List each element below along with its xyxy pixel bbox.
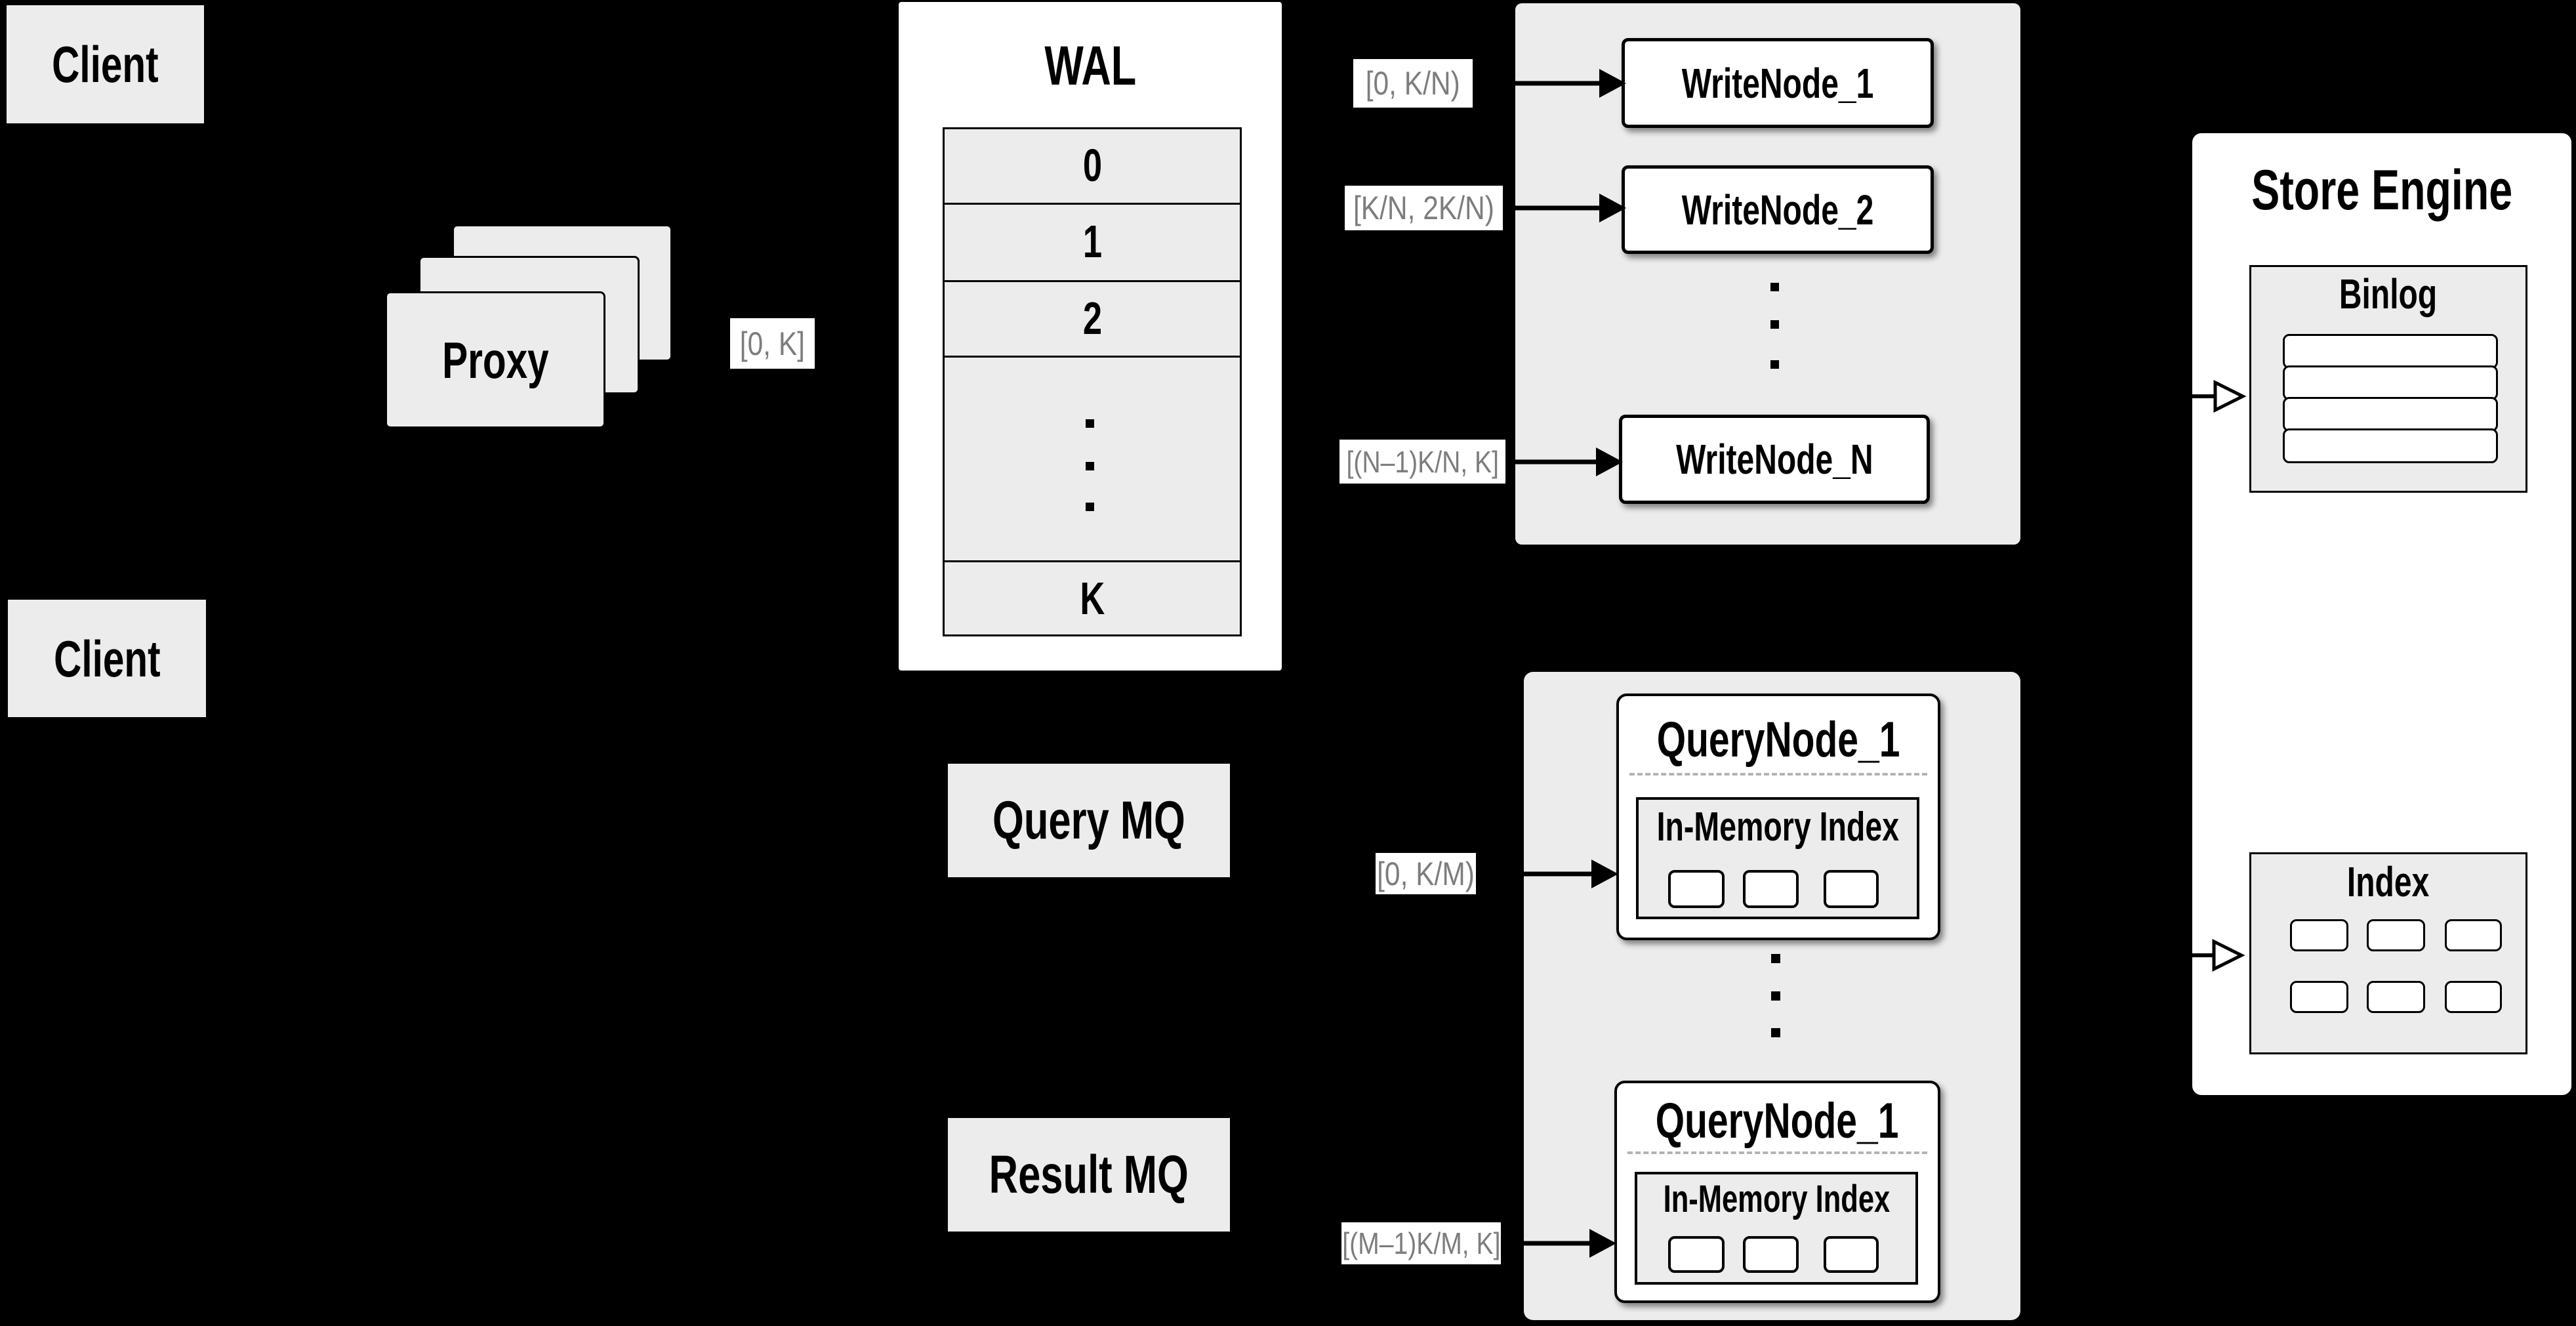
index-segment-cell: [1743, 870, 1799, 908]
query-node-1-title-wrap: QueryNode_1: [1616, 712, 1940, 768]
write-node-n-label: WriteNode_N: [1675, 436, 1873, 483]
range-label-write-node-2: [K/N, 2K/N): [1345, 186, 1503, 230]
query-mq-box: Query MQ: [947, 762, 1231, 879]
in-memory-index-1-title-wrap: In-Memory Index: [1636, 804, 1919, 850]
range-label-write-node-1: [0, K/N): [1353, 59, 1473, 108]
range-label-query-node-m-text: [(M–1)K/M, K]: [1341, 1226, 1501, 1260]
index-segment-cell: [1743, 1236, 1799, 1273]
result-mq-label: Result MQ: [989, 1144, 1189, 1205]
client-top-box: Client: [5, 4, 205, 125]
index-title-wrap: Index: [2249, 858, 2527, 905]
proxy-label: Proxy: [441, 331, 549, 389]
query-mq-label: Query MQ: [992, 790, 1185, 850]
write-node-ellipsis-dot: [1770, 283, 1779, 291]
query-node-2-title-wrap: QueryNode_1: [1614, 1094, 1940, 1148]
wal-divider-4: [943, 560, 1242, 562]
wal-row-2-label: 2: [1082, 292, 1102, 344]
write-node-1-label: WriteNode_1: [1681, 59, 1874, 107]
binlog-title-wrap: Binlog: [2249, 270, 2527, 318]
index-file-cell: [2445, 981, 2502, 1013]
in-memory-index-2-title: In-Memory Index: [1663, 1178, 1890, 1220]
write-node-ellipsis-dot: [1770, 320, 1779, 329]
wal-ellipsis-dot: [1086, 503, 1094, 511]
binlog-row: [2283, 334, 2498, 369]
range-label-query-node-1: [0, K/M): [1376, 853, 1476, 894]
wal-row-0-label: 0: [1082, 139, 1102, 191]
index-segment-cell: [1668, 870, 1725, 908]
wal-row-1-label: 1: [1082, 216, 1102, 267]
range-label-proxy-out: [0, K]: [730, 318, 815, 369]
store-engine-title: Store Engine: [2251, 159, 2512, 222]
wal-title: WAL: [1044, 34, 1136, 96]
proxy-box: Proxy: [385, 291, 605, 428]
query-node-1-divider: [1629, 773, 1927, 776]
wal-row-1: 1: [943, 203, 1242, 280]
wal-row-k-label: K: [1080, 573, 1105, 624]
store-engine-title-wrap: Store Engine: [2190, 161, 2574, 220]
in-memory-index-1-title: In-Memory Index: [1656, 804, 1899, 850]
result-mq-box: Result MQ: [947, 1117, 1231, 1233]
index-segment-cell: [1824, 870, 1879, 908]
query-node-ellipsis-dot: [1771, 991, 1780, 1001]
range-label-write-node-2-text: [K/N, 2K/N): [1353, 190, 1494, 226]
query-node-2-title: QueryNode_1: [1656, 1093, 1899, 1149]
write-node-2-label: WriteNode_2: [1681, 186, 1874, 234]
wal-ellipsis-dot: [1086, 419, 1094, 428]
range-label-write-node-n: [(N–1)K/N, K]: [1339, 440, 1505, 484]
range-label-proxy-out-text: [0, K]: [739, 325, 806, 362]
binlog-row: [2283, 428, 2498, 463]
index-title: Index: [2347, 858, 2430, 905]
wal-row-0: 0: [943, 127, 1242, 203]
binlog-row: [2283, 397, 2498, 432]
wal-divider-3: [943, 356, 1242, 358]
wal-divider-1: [943, 203, 1242, 205]
index-box: [2249, 852, 2527, 1054]
client-top-label: Client: [52, 35, 159, 93]
wal-row-2: 2: [943, 280, 1242, 356]
binlog-title: Binlog: [2339, 270, 2438, 318]
range-label-query-node-1-text: [0, K/M): [1377, 855, 1475, 892]
query-node-1-title: QueryNode_1: [1656, 711, 1900, 768]
index-file-cell: [2367, 981, 2425, 1013]
wal-row-k: K: [943, 560, 1242, 636]
in-memory-index-2-title-wrap: In-Memory Index: [1635, 1178, 1918, 1220]
wal-segment-table: [943, 127, 1242, 636]
write-node-1-box: WriteNode_1: [1622, 38, 1934, 128]
range-label-write-node-n-text: [(N–1)K/N, K]: [1346, 444, 1499, 479]
index-file-cell: [2367, 919, 2425, 951]
range-label-write-node-1-text: [0, K/N): [1365, 65, 1461, 102]
index-segment-cell: [1668, 1236, 1725, 1273]
wal-ellipsis-dot: [1086, 462, 1094, 470]
index-file-cell: [2290, 981, 2348, 1013]
client-bottom-box: Client: [7, 598, 207, 718]
binlog-row: [2283, 365, 2498, 400]
wal-title-wrap: WAL: [899, 34, 1282, 96]
wal-divider-2: [943, 280, 1242, 282]
query-node-2-divider: [1627, 1151, 1927, 1154]
index-segment-cell: [1824, 1236, 1879, 1273]
index-file-cell: [2290, 919, 2348, 951]
range-label-query-node-m: [(M–1)K/M, K]: [1341, 1222, 1501, 1264]
index-file-cell: [2445, 919, 2502, 951]
query-node-ellipsis-dot: [1771, 954, 1780, 963]
query-node-ellipsis-dot: [1771, 1028, 1780, 1037]
write-node-n-box: WriteNode_N: [1619, 415, 1930, 504]
client-bottom-label: Client: [53, 629, 161, 688]
write-node-2-box: WriteNode_2: [1622, 165, 1934, 254]
write-node-ellipsis-dot: [1770, 360, 1779, 369]
